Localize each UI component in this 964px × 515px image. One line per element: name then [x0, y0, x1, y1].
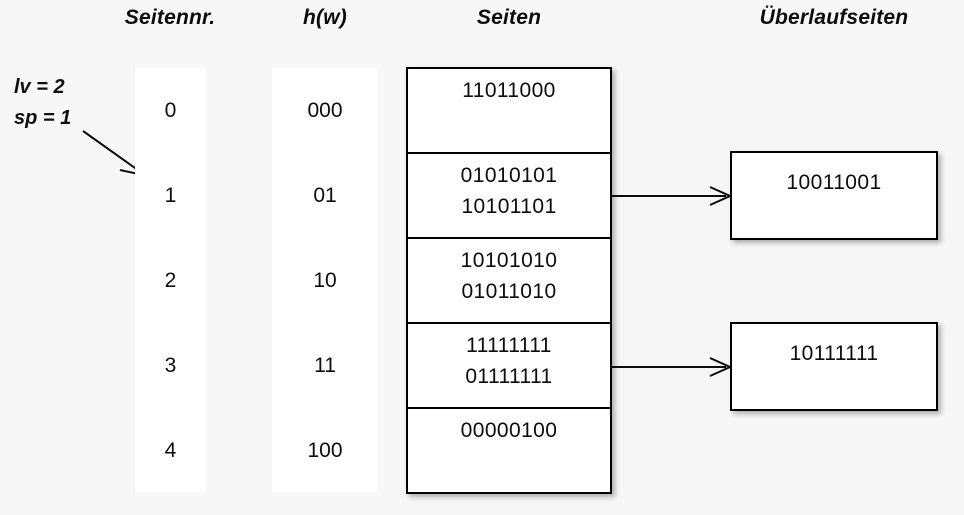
- hw-cell: 10: [313, 268, 337, 292]
- page-bucket: 00000100: [408, 409, 610, 492]
- hw-cell: 11: [314, 353, 336, 377]
- overflow-page: 10111111: [730, 322, 938, 411]
- overflow-connector-arrow: [610, 357, 732, 377]
- record-value: 10101010: [460, 249, 558, 272]
- record-value: 10101101: [461, 195, 557, 218]
- hw-cell: 000: [307, 98, 343, 122]
- column-header-ueberlaufseiten: Überlaufseiten: [759, 6, 909, 29]
- overflow-connector-arrow: [610, 186, 732, 206]
- page-bucket: 10101010 01011010: [408, 239, 610, 324]
- record-value: 10011001: [786, 171, 882, 194]
- record-value: 01111111: [465, 365, 553, 388]
- hw-cell: 01: [313, 183, 337, 207]
- record-value: 01011010: [461, 280, 557, 303]
- hw-cell: 100: [307, 438, 343, 462]
- parameter-sp: sp = 1: [14, 107, 72, 129]
- parameter-labels: lv = 2 sp = 1: [14, 72, 71, 134]
- record-value: 11111111: [466, 334, 552, 357]
- column-header-seitennr: Seitennr.: [124, 6, 216, 29]
- column-header-seiten: Seiten: [476, 6, 542, 29]
- seitennr-cell: 0: [164, 98, 177, 122]
- record-value: 10111111: [789, 342, 879, 365]
- overflow-page: 10011001: [730, 151, 938, 240]
- seiten-table: 11011000 01010101 10101101 10101010 0101…: [406, 67, 612, 494]
- seitennr-cell: 2: [164, 268, 177, 292]
- page-bucket: 11111111 01111111: [408, 324, 610, 409]
- hw-column: 000 01 10 11 100: [272, 68, 378, 492]
- record-value: 01010101: [460, 164, 558, 187]
- seitennr-cell: 3: [164, 353, 177, 377]
- page-bucket: 01010101 10101101: [408, 154, 610, 239]
- column-header-hw: h(w): [303, 6, 347, 29]
- seitennr-cell: 1: [164, 183, 177, 207]
- parameter-lv: lv = 2: [14, 76, 65, 98]
- record-value: 00000100: [460, 419, 558, 442]
- record-value: 11011000: [462, 79, 556, 102]
- seitennr-cell: 4: [164, 438, 177, 462]
- page-bucket: 11011000: [408, 69, 610, 154]
- seitennr-column: 0 1 2 3 4: [135, 68, 206, 492]
